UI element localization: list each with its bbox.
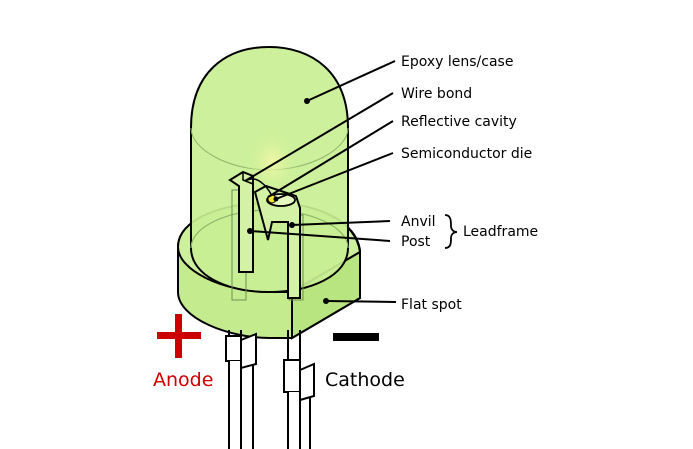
labels: Epoxy lens/case Wire bond Reflective cav… (401, 54, 538, 313)
minus-sign-icon (333, 333, 379, 341)
label-semiconductor-die: Semiconductor die (401, 146, 532, 162)
anvil (253, 184, 301, 299)
label-flat-spot: Flat spot (401, 297, 462, 313)
label-anode: Anode (153, 369, 213, 391)
label-wire-bond: Wire bond (401, 86, 472, 102)
label-anvil: Anvil (401, 214, 436, 230)
polarity: Anode Cathode (153, 314, 405, 391)
leader-lines (244, 60, 458, 304)
label-reflective-cavity: Reflective cavity (401, 114, 517, 130)
label-leadframe: Leadframe (463, 224, 538, 240)
leadframe-brace (444, 214, 458, 249)
label-cathode: Cathode (325, 369, 405, 391)
plus-sign-icon (157, 314, 201, 358)
label-epoxy: Epoxy lens/case (401, 54, 513, 70)
leadframe (228, 170, 301, 299)
label-post: Post (401, 234, 431, 250)
wire-bond (247, 178, 273, 197)
leads (225, 330, 315, 449)
